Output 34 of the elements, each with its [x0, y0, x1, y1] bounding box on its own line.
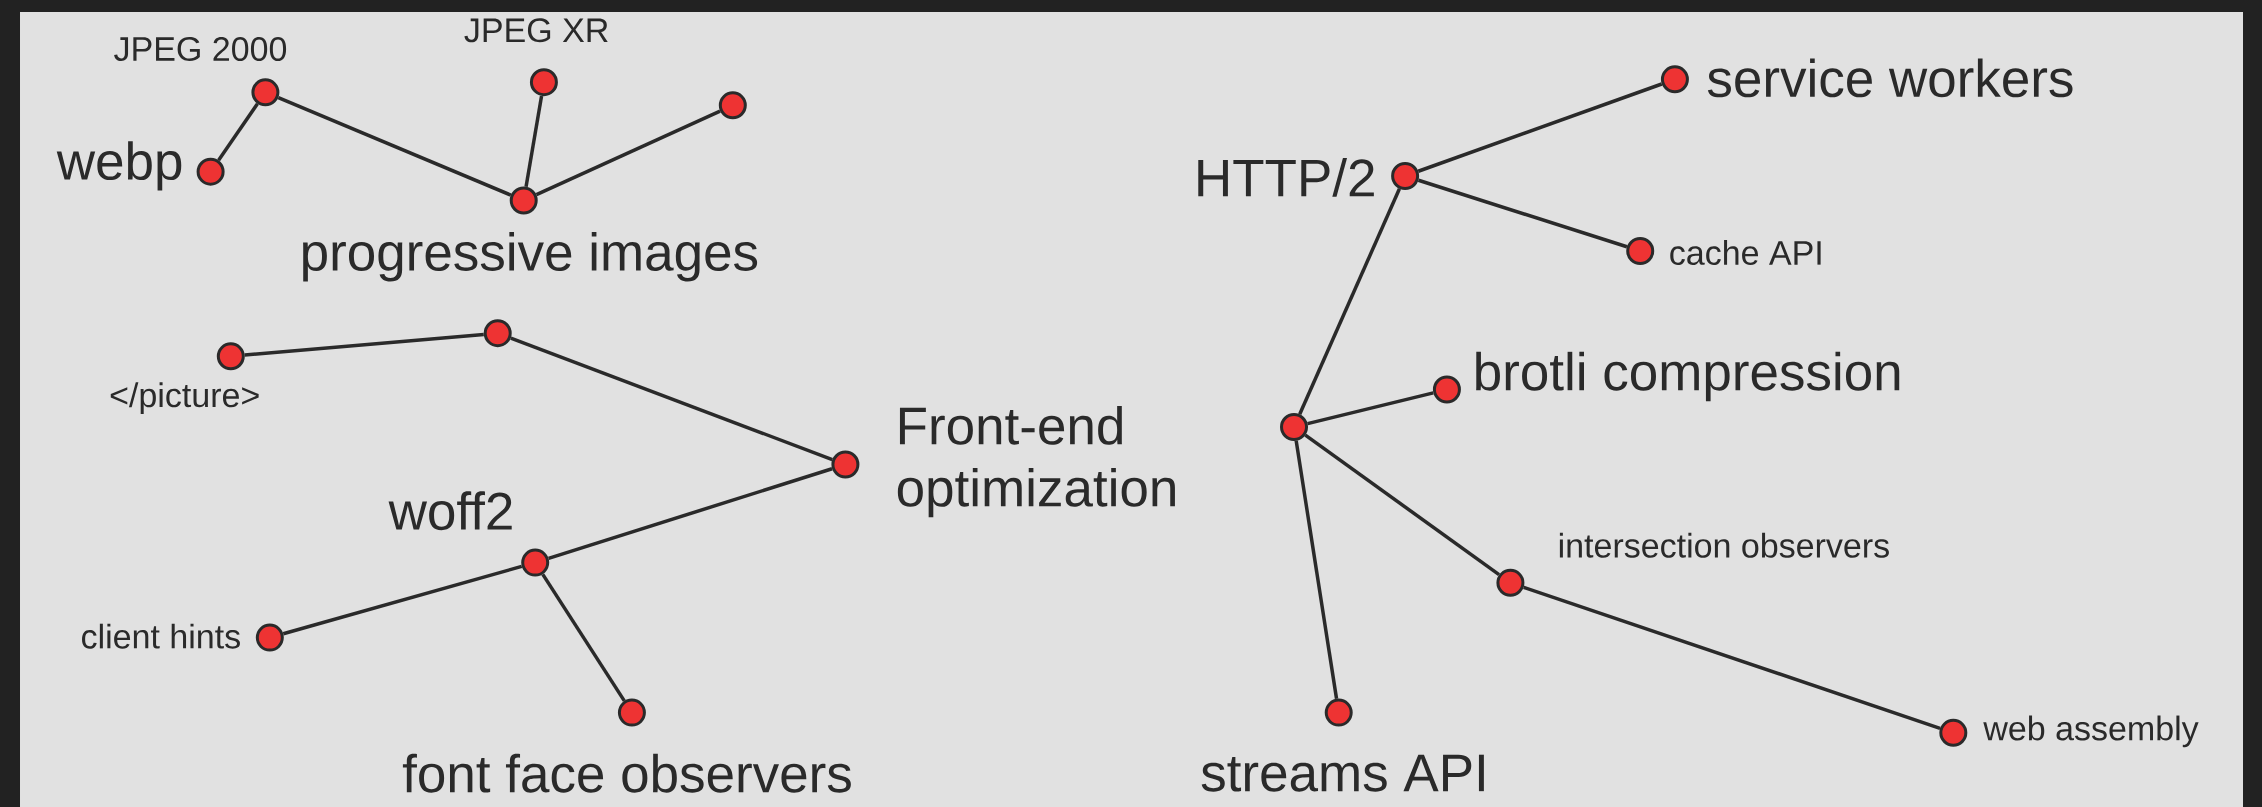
- node-label: service workers: [1707, 58, 2073, 98]
- node-label: woff2: [388, 491, 512, 531]
- node-label: </picture>: [110, 382, 259, 415]
- connector-line: [1294, 440, 1339, 700]
- connector-line: [282, 564, 523, 636]
- dot: [718, 91, 747, 120]
- connector-line: [1523, 585, 1941, 730]
- node-label: cache API: [1670, 240, 1821, 265]
- connector-line: [541, 573, 626, 702]
- node-label: streams API: [1201, 754, 1484, 792]
- connector-line: [524, 95, 544, 187]
- node-label: progressive images: [303, 232, 758, 282]
- node-label: HTTP/2: [1198, 157, 1374, 197]
- node-label: intersection observers: [1559, 532, 1889, 558]
- node-label: JPEG XR: [464, 18, 608, 43]
- node-label: font face observers: [402, 753, 851, 793]
- connector-line: [510, 336, 833, 462]
- connector-line: [1298, 188, 1402, 415]
- connector-line: [277, 96, 512, 197]
- node-label: client hints: [82, 623, 240, 649]
- node-label: brotli compression: [1476, 351, 1900, 402]
- connector-line: [1417, 178, 1628, 249]
- node-label: web assembly: [1983, 715, 2199, 748]
- connector-line: [1307, 391, 1434, 426]
- node-label: Front-end optimization: [897, 405, 1175, 518]
- node-label: JPEG 2000: [114, 36, 287, 62]
- connector-line: [1417, 82, 1663, 173]
- connector-line: [535, 109, 721, 197]
- connector-line: [217, 102, 259, 162]
- connector-line: [548, 467, 833, 561]
- connector-line: [1304, 433, 1501, 577]
- node-label: webp: [56, 141, 182, 191]
- connector-line: [244, 332, 484, 357]
- dot: [483, 319, 512, 348]
